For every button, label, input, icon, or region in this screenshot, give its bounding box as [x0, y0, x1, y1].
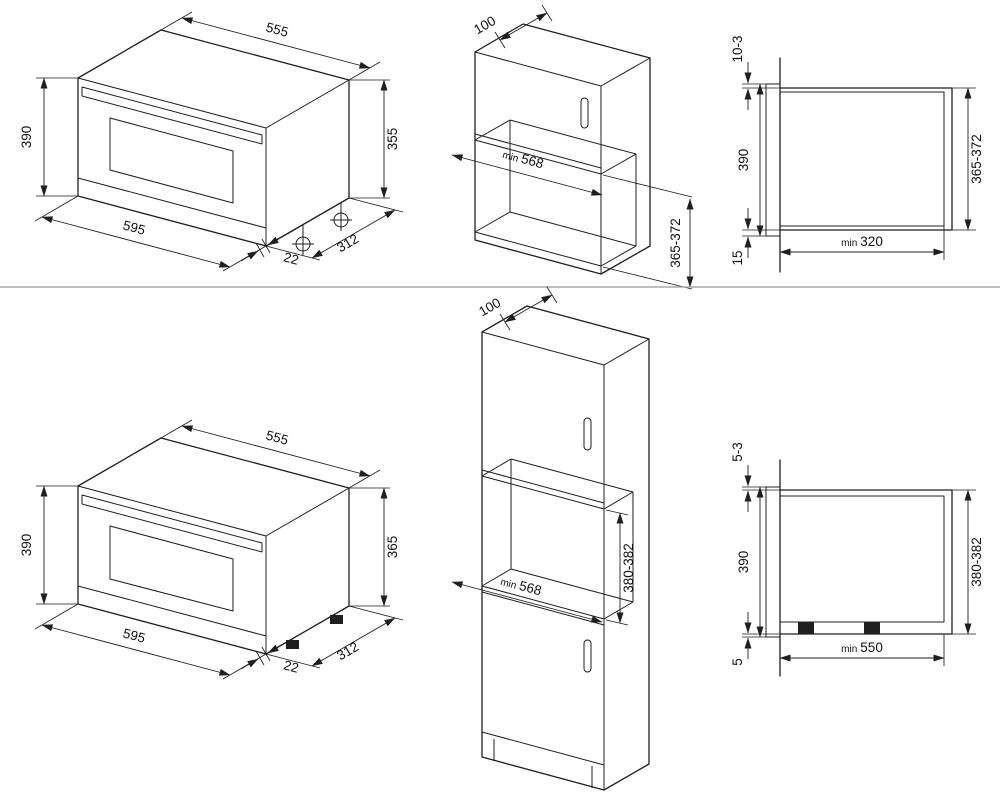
door-handle [580, 97, 589, 129]
cabinet-isometric-top: 100 min568 365-372 [451, 4, 694, 290]
dim-width-top: 555 [160, 419, 381, 489]
dim-label: 595 [121, 217, 147, 237]
oven-handle [81, 494, 263, 553]
screw-cross-icon [292, 233, 314, 255]
oven-base-line [77, 585, 267, 637]
dim-niche-width: min568 [451, 573, 603, 623]
dim-label: 390 [19, 534, 34, 557]
dim-label: 355 [385, 128, 400, 151]
upper-door-handle [583, 417, 592, 451]
dim-width-bottom: 595 [34, 603, 267, 680]
oven-body-section [779, 91, 945, 227]
cabinet-bottom-lines [474, 231, 602, 267]
dim-top-depth: 100 [476, 286, 558, 331]
dim-label: 100 [471, 13, 498, 37]
dim-label: 380-382 [969, 537, 984, 587]
dim-niche-width: min568 [451, 146, 603, 196]
dim-label: 10-3 [730, 35, 745, 62]
top-row-drawings: 555 390 355 595 312 [19, 4, 984, 290]
cabinet-edges [474, 51, 651, 274]
dim-label: 555 [264, 427, 290, 447]
oven-isometric-bottom: 555 390 365 595 312 [19, 419, 404, 680]
niche-interior [474, 119, 637, 267]
dim-niche-height: 380-382 [605, 509, 636, 626]
dim-label: 100 [476, 295, 503, 319]
cabinet-outline [474, 23, 651, 275]
dim-label: 312 [334, 639, 361, 663]
dim-niche-height: 380-382 [952, 489, 984, 635]
dim-bottom-gap: 15 [730, 208, 780, 266]
dim-label: 390 [19, 126, 34, 149]
dim-door-overlap: 22 [240, 228, 300, 268]
foot [864, 622, 880, 634]
dim-label: 312 [334, 231, 361, 255]
oven-door-window [109, 525, 234, 612]
oven-door-section [765, 83, 781, 237]
dim-top-gap: 5-3 [730, 442, 780, 512]
oven-edges [77, 77, 350, 246]
dim-label: 15 [730, 250, 745, 265]
dim-oven-height: 390 [736, 486, 764, 638]
dim-height-right: 365 [349, 487, 400, 607]
dim-label: 22 [282, 657, 300, 675]
oven-edges [77, 485, 350, 654]
dim-label: min568 [499, 573, 543, 598]
dim-width-bottom: 595 [34, 195, 267, 272]
oven-base-line [77, 177, 267, 229]
lower-door-handle [583, 639, 592, 673]
oven-handle [81, 86, 263, 145]
upper-door-lines [481, 469, 605, 510]
dim-height-left: 390 [19, 77, 78, 197]
oven-isometric-top: 555 390 355 595 312 [19, 11, 404, 272]
dim-label: 555 [264, 19, 290, 39]
cabinet-isometric-bottom: 100 min568 380-382 [451, 286, 650, 791]
dim-label: 390 [736, 551, 751, 574]
foot [798, 622, 814, 634]
dim-niche-height: 365-372 [602, 174, 694, 290]
dim-label: 380-382 [621, 543, 636, 593]
dim-label: 22 [282, 249, 300, 267]
dim-niche-height: 365-372 [952, 87, 984, 231]
dim-door-overlap: 22 [240, 636, 300, 676]
oven-feet [286, 615, 343, 649]
oven-door-window [109, 117, 234, 204]
dim-label: 365 [385, 536, 400, 559]
foot [286, 640, 299, 649]
dim-label: 5-3 [730, 442, 745, 462]
dim-label: 390 [736, 149, 751, 172]
lower-door-lines [481, 585, 605, 766]
dim-top-depth: 100 [471, 4, 553, 49]
niche-interior [481, 458, 634, 620]
bottom-row-drawings: 555 390 365 595 312 [19, 286, 984, 791]
dim-height-right: 355 [349, 79, 400, 199]
dim-width-top: 555 [160, 11, 381, 81]
plinth-lines [493, 739, 593, 788]
dim-oven-height: 390 [736, 83, 764, 237]
dim-top-gap: 10-3 [730, 35, 780, 110]
dim-label: 595 [121, 625, 147, 645]
oven-door-section [765, 486, 781, 638]
dim-label: 365-372 [969, 134, 984, 184]
dim-bottom-gap: 5 [730, 612, 780, 666]
oven-body-section [779, 495, 945, 623]
foot [330, 615, 343, 624]
cabinet-edges [481, 331, 650, 790]
oven-feet-section [798, 622, 880, 634]
screw-cross-icon [330, 209, 352, 231]
dim-label: 365-372 [668, 218, 683, 268]
dim-height-left: 390 [19, 485, 78, 605]
dim-label: min568 [501, 146, 545, 171]
dim-label: 5 [730, 658, 745, 666]
